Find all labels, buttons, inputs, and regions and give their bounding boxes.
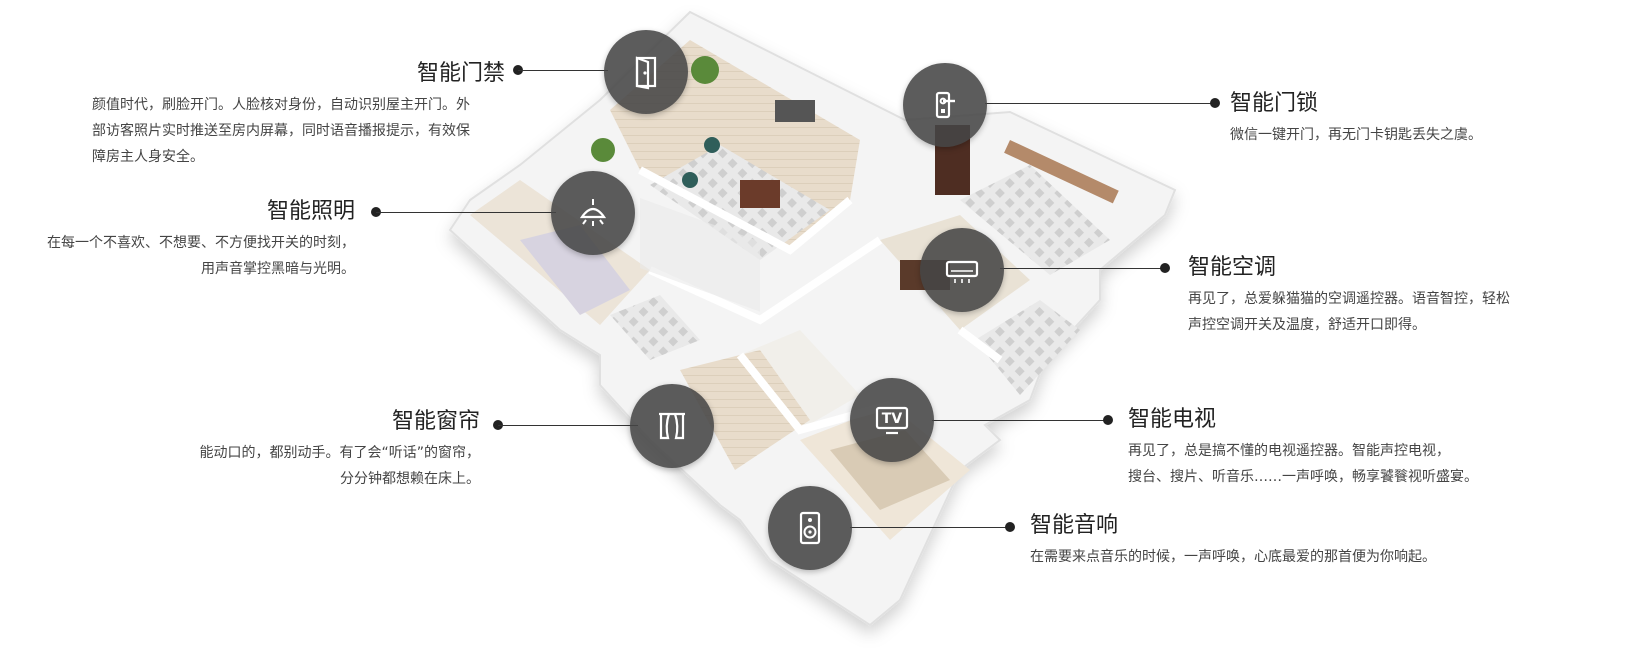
feature-desc-line: 颜值时代，刷脸开门。人脸核对身份，自动识别屋主开门。外 [92,97,470,113]
lighting-badge[interactable] [551,171,635,255]
feature-desc-line: 在需要来点音乐的时候，一声呼唤，心底最爱的那首便为你响起。 [1030,549,1436,565]
feature-speaker: 智能音响 在需要来点音乐的时候，一声呼唤，心底最爱的那首便为你响起。 [1030,512,1590,570]
feature-desc-line: 声控空调开关及温度，舒适开口即得。 [1188,317,1426,333]
feature-title-air-conditioner: 智能空调 [1188,255,1277,280]
feature-title-curtain: 智能窗帘 [391,409,480,434]
kitchen-counter [1004,140,1119,204]
curtain-badge[interactable] [630,384,714,468]
plant [691,56,719,84]
armchair [682,172,698,188]
feature-desc-line: 用声音掌控黑暗与光明。 [201,261,355,277]
door-icon [635,56,657,90]
air-conditioner-badge[interactable] [920,228,1004,312]
feature-desc-line: 部访客照片实时推送至房内屏幕，同时语音播报提示，有效保 [92,123,470,139]
feature-title-lighting: 智能照明 [266,199,355,224]
connector-dot-air-conditioner [1160,263,1170,273]
plant [591,138,615,162]
feature-desc-line: 再见了，总爱躲猫猫的空调遥控器。语音智控，轻松 [1188,291,1510,307]
feature-desc-door-access-block: 颜值时代，刷脸开门。人脸核对身份，自动识别屋主开门。外 部访客照片实时推送至房内… [92,92,512,170]
armchair [704,137,720,153]
feature-desc-line: 在每一个不喜欢、不想要、不方便找开关的时刻， [47,235,355,251]
tv-icon: TV [875,406,909,435]
bed [520,225,630,315]
feature-title-tv: 智能电视 [1128,407,1217,432]
kitchen-floor [960,165,1110,275]
speaker-badge[interactable] [768,486,852,570]
ceiling-lamp-icon [579,199,607,226]
coffee-table [740,180,780,208]
air-conditioner-icon [945,260,979,283]
door-handle-icon [935,91,955,119]
feature-title-door-lock: 智能门锁 [1230,91,1319,116]
feature-door-lock: 智能门锁 微信一键开门，再无门卡钥匙丢失之虞。 [1230,90,1610,148]
balcony-floor [975,300,1080,395]
feature-curtain: 智能窗帘 能动口的，都别动手。有了会“听话”的窗帘， 分分钟都想赖在床上。 [150,408,480,492]
connector-line-lighting [376,212,556,213]
feature-title-speaker: 智能音响 [1030,513,1119,538]
feature-desc-line: 再见了，总是搞不懂的电视遥控器。智能声控电视， [1128,443,1450,459]
feature-tv: 智能电视 再见了，总是搞不懂的电视遥控器。智能声控电视， 搜台、搜片、听音乐……… [1128,406,1608,490]
door-lock-badge[interactable] [903,63,987,147]
connector-line-curtain [498,425,638,426]
feature-air-conditioner: 智能空调 再见了，总爱躲猫猫的空调遥控器。语音智控，轻松 声控空调开关及温度，舒… [1188,254,1608,338]
connector-line-air-conditioner [1000,268,1165,269]
feature-lighting: 智能照明 在每一个不喜欢、不想要、不方便找开关的时刻， 用声音掌控黑暗与光明。 [30,198,355,282]
curtain-icon [659,412,685,440]
study-floor [680,350,810,470]
connector-line-tv [932,420,1108,421]
feature-door-access: 智能门禁 [60,60,505,88]
tv-badge[interactable]: TV [850,378,934,462]
feature-title-door-access: 智能门禁 [416,61,505,86]
building-outline [448,10,1177,627]
feature-desc-line: 分分钟都想赖在床上。 [340,471,480,487]
connector-dot-door-lock [1210,98,1220,108]
connector-line-speaker [850,527,1010,528]
wall-tv [775,100,815,122]
connector-line-door-access [518,70,608,71]
door-access-badge[interactable] [604,30,688,114]
feature-desc-line: 微信一键开门，再无门卡钥匙丢失之虞。 [1230,127,1482,143]
feature-desc-line: 障房主人身安全。 [92,149,204,165]
speaker-icon [799,511,821,545]
bathroom-floor [610,295,700,360]
tv-icon-label: TV [882,411,903,427]
feature-desc-line: 能动口的，都别动手。有了会“听话”的窗帘， [199,445,480,461]
hallway-floor [740,330,860,430]
feature-desc-line: 搜台、搜片、听音乐……一声呼唤，畅享饕餮视听盛宴。 [1128,469,1478,485]
connector-line-door-lock [985,103,1215,104]
connector-dot-speaker [1005,522,1015,532]
connector-dot-tv [1103,415,1113,425]
